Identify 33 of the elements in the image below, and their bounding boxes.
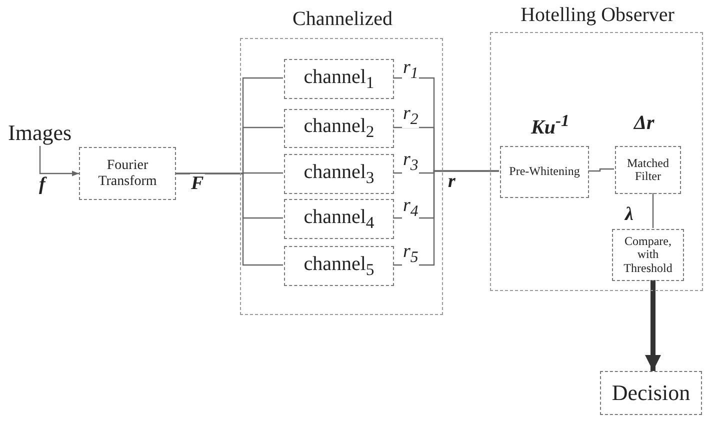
group-heading: Channelized bbox=[292, 9, 392, 29]
process-box bbox=[284, 246, 394, 286]
symbol-label: Δr bbox=[634, 113, 654, 133]
process-box bbox=[612, 229, 684, 281]
box-label: Decision bbox=[612, 380, 690, 406]
arrow bbox=[39, 146, 79, 176]
box-label: Compare, with Threshold bbox=[622, 235, 674, 275]
input-label: Images bbox=[8, 120, 72, 146]
signal-label: r bbox=[448, 172, 456, 191]
box-label: channel$_{5}$ bbox=[304, 252, 374, 280]
connector-line bbox=[652, 193, 654, 228]
box-label: channel$_{2}$ bbox=[304, 115, 374, 142]
box-label: Fourier Transform bbox=[97, 158, 158, 189]
connector-line bbox=[393, 170, 499, 266]
box-label: Matched Filter bbox=[626, 156, 670, 184]
process-box bbox=[284, 199, 394, 239]
box-label: channel$_{4}$ bbox=[304, 206, 374, 232]
edge-label: f bbox=[38, 175, 46, 194]
box-label: channel$_{1}$ bbox=[304, 66, 374, 92]
process-box bbox=[615, 146, 681, 194]
process-box bbox=[284, 154, 394, 194]
process-box bbox=[600, 371, 702, 415]
group-heading: Hotelling Observer bbox=[520, 5, 674, 25]
box-label: Pre-Whitening bbox=[509, 165, 580, 179]
process-box bbox=[500, 146, 589, 198]
process-box bbox=[284, 59, 394, 99]
arrow bbox=[645, 280, 661, 371]
process-box bbox=[79, 147, 176, 200]
box-label: channel$_{3}$ bbox=[304, 160, 374, 188]
connector-line bbox=[176, 172, 283, 266]
connector-line bbox=[588, 168, 614, 172]
process-box bbox=[284, 109, 394, 148]
symbol-label: Ku$^{-1}$ bbox=[531, 113, 570, 138]
